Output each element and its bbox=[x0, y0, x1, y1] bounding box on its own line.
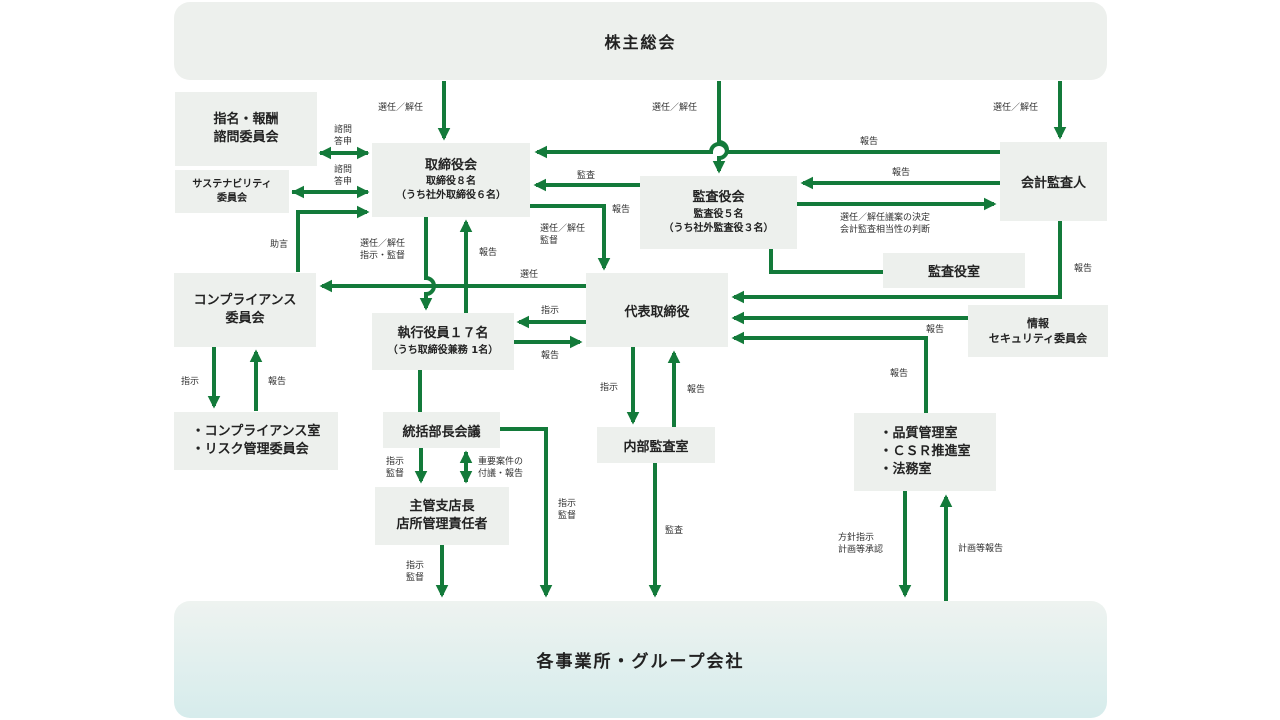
consult-line1: 諮問 bbox=[334, 125, 353, 135]
label-elect-dismiss-auditor: 選任／解任 bbox=[993, 103, 1039, 113]
consult-line2-b: 答申 bbox=[334, 177, 353, 188]
board-sub1: 取締役８名 bbox=[426, 176, 476, 188]
audit-office-label: 監査役室 bbox=[927, 265, 980, 280]
eds-line2: 指示・監督 bbox=[360, 251, 406, 262]
consult-line1-b: 諮問 bbox=[334, 165, 353, 175]
nomination-committee-line2: 諮問委員会 bbox=[213, 130, 279, 145]
iss-line1: 指示 bbox=[558, 499, 577, 509]
label-important-matters: 重要案件の 付議・報告 bbox=[478, 456, 523, 480]
info-security-line1: 情報 bbox=[1027, 316, 1049, 330]
audit-board-sub2: （うち社外監査役３名） bbox=[663, 222, 774, 234]
isg-line2: 監督 bbox=[386, 469, 405, 480]
label-consult-nomination: 諮問 答申 bbox=[334, 124, 352, 148]
label-elect-dismiss-rep: 選任／解任 監督 bbox=[540, 223, 585, 247]
compliance-committee-line1: コンプライアンス bbox=[193, 292, 297, 308]
board-of-directors-box: 取締役会 取締役８名 （うち社外取締役６名） bbox=[372, 143, 530, 217]
important-line2: 付議・報告 bbox=[478, 469, 524, 480]
compliance-committee-line2: 委員会 bbox=[225, 311, 265, 326]
executive-officers-box: 執行役員１７名 （うち取締役兼務 1名） bbox=[372, 313, 514, 370]
label-instruct-supervise-branch: 指示 監督 bbox=[406, 560, 424, 584]
label-report-auditor-board: 報告 bbox=[860, 137, 879, 147]
label-report-exec-rep: 報告 bbox=[541, 351, 560, 361]
edr-line1: 選任／解任 bbox=[540, 224, 586, 234]
label-elect-dismiss-board: 選任／解任 bbox=[378, 103, 424, 113]
compliance-office-line1: ・コンプライアンス室 bbox=[191, 423, 321, 439]
representative-director-box: 代表取締役 bbox=[586, 273, 728, 347]
policy-line2: 計画等承認 bbox=[838, 545, 884, 556]
label-report-compliance: 報告 bbox=[268, 377, 287, 387]
accounting-auditor-label: 会計監査人 bbox=[1020, 176, 1086, 191]
label-report-info-security: 報告 bbox=[926, 325, 945, 335]
label-advice: 助言 bbox=[270, 240, 289, 250]
label-elect: 選任 bbox=[520, 270, 539, 280]
audit-board-box: 監査役会 監査役５名 （うち社外監査役３名） bbox=[640, 176, 797, 249]
board-sub2: （うち社外取締役６名） bbox=[396, 190, 506, 202]
important-line1: 重要案件の bbox=[478, 457, 524, 467]
internal-audit-office-label: 内部監査室 bbox=[623, 439, 689, 455]
audit-office-box: 監査役室 bbox=[883, 253, 1025, 288]
general-managers-meeting-box: 統括部長会議 bbox=[383, 412, 500, 448]
label-report-internal: 報告 bbox=[687, 385, 706, 395]
label-policy: 方針指示 計画等承認 bbox=[838, 532, 883, 556]
branch-managers-line1: 主管支店長 bbox=[409, 498, 475, 514]
executive-officers-sub: （うち取締役兼務 1名） bbox=[387, 344, 499, 356]
executive-officers-title: 執行役員１７名 bbox=[397, 326, 489, 342]
business-sites-label: 各事業所・グループ会社 bbox=[536, 652, 745, 672]
general-managers-meeting-label: 統括部長会議 bbox=[402, 424, 481, 440]
label-instruct-internal: 指示 bbox=[600, 383, 619, 393]
sustainability-committee-line2: 委員会 bbox=[216, 192, 247, 204]
eds-line1: 選任／解任 bbox=[360, 239, 406, 249]
label-elect-dismiss-instruct: 選任／解任 指示・監督 bbox=[360, 238, 405, 262]
auditor-decision-line2: 会計監査相当性の判断 bbox=[840, 225, 931, 236]
label-instruct-supervise-sites: 指示 監督 bbox=[558, 498, 576, 522]
label-report-auditor-rep: 報告 bbox=[1074, 264, 1093, 274]
policy-line1: 方針指示 bbox=[838, 533, 875, 543]
label-instruct-compliance: 指示 bbox=[181, 377, 200, 387]
edr-line2: 監督 bbox=[540, 236, 559, 247]
board-title: 取締役会 bbox=[424, 157, 477, 173]
auditor-decision-line1: 選任／解任議案の決定 bbox=[840, 213, 931, 223]
audit-board-title: 監査役会 bbox=[692, 190, 745, 206]
audit-board-sub1: 監査役５名 bbox=[693, 208, 744, 220]
label-audit-board: 監査 bbox=[577, 171, 596, 181]
quality-office-line2: ・ＣＳＲ推進室 bbox=[879, 443, 971, 459]
label-elect-dismiss-audit: 選任／解任 bbox=[652, 103, 698, 113]
label-report-auditor-audit: 報告 bbox=[892, 168, 911, 178]
label-plan-report: 計画等報告 bbox=[958, 544, 1004, 554]
representative-director-label: 代表取締役 bbox=[624, 304, 690, 320]
branch-managers-box: 主管支店長 店所管理責任者 bbox=[375, 487, 509, 545]
info-security-line2: セキュリティ委員会 bbox=[988, 332, 1088, 345]
compliance-committee-box: コンプライアンス 委員会 bbox=[174, 273, 316, 347]
quality-office-line3: ・法務室 bbox=[879, 462, 932, 478]
label-report-exec-board: 報告 bbox=[479, 248, 498, 258]
shareholders-meeting-box: 株主総会 bbox=[174, 2, 1107, 80]
label-report-quality: 報告 bbox=[890, 369, 909, 379]
label-audit-internal: 監査 bbox=[665, 526, 684, 536]
sustainability-committee-box: サステナビリティ 委員会 bbox=[175, 170, 289, 213]
quality-offices-box: ・品質管理室 ・ＣＳＲ推進室 ・法務室 bbox=[854, 413, 996, 491]
compliance-office-line2: ・リスク管理委員会 bbox=[191, 442, 309, 457]
nomination-committee-line1: 指名・報酬 bbox=[213, 111, 279, 127]
info-security-committee-box: 情報 セキュリティ委員会 bbox=[968, 305, 1108, 357]
consult-line2: 答申 bbox=[334, 137, 353, 148]
branch-managers-line2: 店所管理責任者 bbox=[396, 517, 488, 532]
shareholders-meeting-label: 株主総会 bbox=[604, 33, 677, 52]
label-instruct-supervise-gm: 指示 監督 bbox=[386, 456, 404, 480]
accounting-auditor-box: 会計監査人 bbox=[1000, 142, 1107, 221]
business-sites-box: 各事業所・グループ会社 bbox=[174, 601, 1107, 718]
label-consult-sustainability: 諮問 答申 bbox=[334, 164, 352, 188]
nomination-committee-box: 指名・報酬 諮問委員会 bbox=[175, 92, 317, 166]
compliance-office-box: ・コンプライアンス室 ・リスク管理委員会 bbox=[174, 412, 338, 470]
sustainability-committee-line1: サステナビリティ bbox=[192, 178, 272, 190]
quality-office-line1: ・品質管理室 bbox=[879, 425, 958, 441]
label-instruct-exec: 指示 bbox=[541, 306, 560, 316]
internal-audit-office-box: 内部監査室 bbox=[597, 427, 715, 463]
isb-line2: 監督 bbox=[406, 573, 425, 584]
iss-line2: 監督 bbox=[558, 511, 577, 522]
isb-line1: 指示 bbox=[406, 561, 425, 571]
isg-line1: 指示 bbox=[386, 457, 405, 467]
label-report-rep-audit: 報告 bbox=[612, 205, 631, 215]
label-auditor-decision: 選任／解任議案の決定 会計監査相当性の判断 bbox=[840, 212, 930, 236]
